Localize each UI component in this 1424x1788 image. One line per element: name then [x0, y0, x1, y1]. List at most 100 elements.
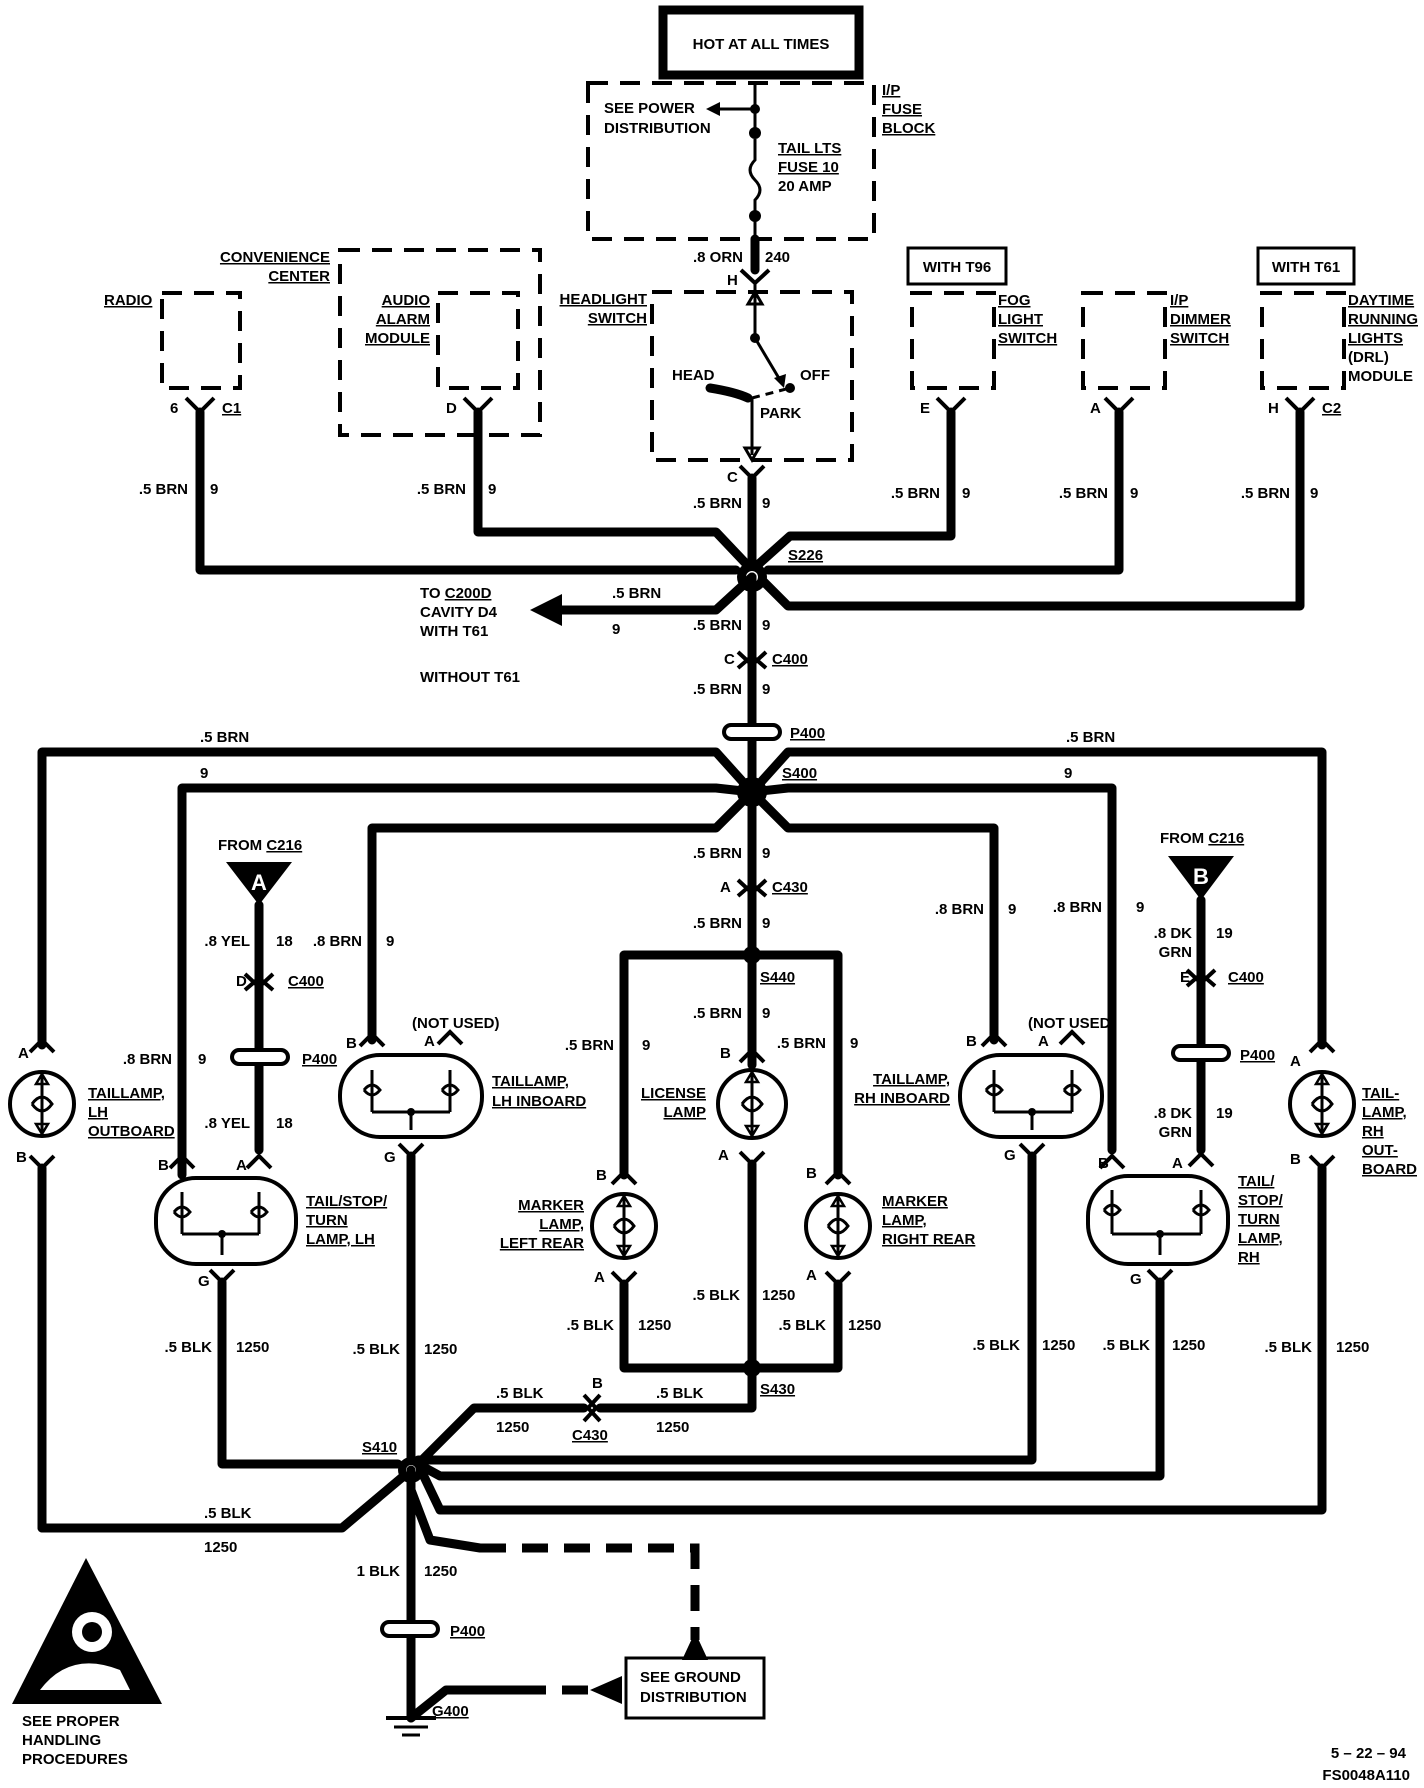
fog-label-1: FOG [998, 292, 1031, 309]
tst-rh-circuit: 1250 [1172, 1337, 1205, 1354]
esd-warning-icon [12, 1558, 162, 1704]
svg-text:B: B [720, 1045, 731, 1062]
yel-wire-1: .8 YEL [204, 933, 250, 950]
lhout-wire2: .8 BRN [123, 1051, 172, 1068]
power-label: HOT AT ALL TIMES [693, 36, 830, 53]
trunk-wire-2: .5 BRN [693, 681, 742, 698]
headlight-switch-label-1: HEADLIGHT [560, 291, 648, 308]
s226-label: S226 [788, 547, 823, 564]
svg-text:A: A [18, 1045, 29, 1062]
fog-circuit: 9 [962, 485, 970, 502]
marker-left-3: LEFT REAR [500, 1235, 584, 1252]
rhin-blk-circuit: 1250 [1042, 1337, 1075, 1354]
marker-right-3: RIGHT REAR [882, 1231, 976, 1248]
arrow-left-icon [590, 1676, 622, 1704]
esd-2: HANDLING [22, 1732, 101, 1749]
without-t61: WITHOUT T61 [420, 669, 520, 686]
tst-lh-3: LAMP, LH [306, 1231, 375, 1248]
p400-gnd [380, 1620, 440, 1638]
lhin-wire: .8 BRN [313, 933, 362, 950]
s430-circuit: 1250 [656, 1419, 689, 1436]
tst-rh-4: LAMP, [1238, 1230, 1283, 1247]
lh-inboard-2: LH INBOARD [492, 1093, 586, 1110]
svg-text:G: G [198, 1273, 210, 1290]
fuse-block-label-1: I/P [882, 82, 900, 99]
audio-circuit: 9 [488, 481, 496, 498]
dimmer-label-2: DIMMER [1170, 311, 1231, 328]
mr-blk-wire: .5 BLK [778, 1317, 826, 1334]
c400-label-lh: C400 [288, 973, 324, 990]
dimmer-pin: A [1090, 400, 1101, 417]
see-power-2: DISTRIBUTION [604, 120, 711, 137]
feed-circuit-label: 240 [765, 249, 790, 266]
license-2: LAMP [664, 1104, 707, 1121]
yel-circuit-2: 18 [276, 1115, 293, 1132]
marker-left-1: MARKER [518, 1197, 584, 1214]
switch-pin-h: H [727, 272, 738, 289]
convenience-label-1: CONVENIENCE [220, 249, 330, 266]
see-ground-box [624, 1656, 766, 1720]
audio-alarm-1: AUDIO [382, 292, 431, 309]
ml-circuit: 9 [642, 1037, 650, 1054]
audio-alarm-2: ALARM [376, 311, 430, 328]
rhts-wire: .8 BRN [1053, 899, 1102, 916]
rh-outboard-4: OUT- [1362, 1142, 1398, 1159]
tsl-circuit: 9 [200, 765, 208, 782]
audio-wire: .5 BRN [417, 481, 466, 498]
svg-text:B: B [16, 1149, 27, 1166]
tst-rh-1: TAIL/ [1238, 1173, 1275, 1190]
lhin-circuit: 9 [386, 933, 394, 950]
grn-wire-1: .8 DK [1154, 925, 1193, 942]
dimmer-box [1081, 291, 1167, 390]
tst-lh-wire: .5 BLK [164, 1339, 212, 1356]
lhout-circuit2: 9 [198, 1051, 206, 1068]
c430-pin-b: B [592, 1375, 603, 1392]
svg-text:A: A [1038, 1033, 1049, 1050]
fog-wire: .5 BRN [891, 485, 940, 502]
fuse-name-1: TAIL LTS [778, 140, 841, 157]
dimmer-wire: .5 BRN [1059, 485, 1108, 502]
tsr-circuit: 9 [1064, 765, 1072, 782]
fog-label-3: SWITCH [998, 330, 1057, 347]
fuse-name-2: FUSE 10 [778, 159, 839, 176]
fog-pin: E [920, 400, 930, 417]
grn-wire-2: .8 DK [1154, 1105, 1193, 1122]
see-ground-1: SEE GROUND [640, 1669, 741, 1686]
marker-left-2: LAMP, [539, 1216, 584, 1233]
lho-wire: .5 BRN [200, 729, 249, 746]
c400-pin-e: E [1180, 969, 1190, 986]
radio-pin: 6 [170, 400, 178, 417]
radio-connector: C1 [222, 400, 241, 417]
trunk-circuit-4: 9 [762, 915, 770, 932]
trunk-circuit-3: 9 [762, 845, 770, 862]
to-c200d-2: CAVITY D4 [420, 604, 498, 621]
with-t96-box [906, 246, 1008, 286]
convenience-center-box [338, 248, 542, 437]
fuse-block-box [586, 81, 876, 241]
trunk-circuit-2: 9 [762, 681, 770, 698]
p400-label-top: P400 [790, 725, 825, 742]
radio-box [160, 291, 242, 390]
footer-code: FS0048A110 [1322, 1767, 1410, 1784]
svg-text:B: B [596, 1167, 607, 1184]
triangle-b-icon [1168, 856, 1234, 900]
lh-inboard-1: TAILLAMP, [492, 1073, 569, 1090]
yel-circuit-1: 18 [276, 933, 293, 950]
svg-text:A: A [1172, 1155, 1183, 1172]
with-t96: WITH T96 [923, 259, 991, 276]
g400-label: G400 [432, 1703, 469, 1720]
switch-park: PARK [760, 405, 802, 422]
with-t61-box [1256, 246, 1356, 286]
dimmer-label-1: I/P [1170, 292, 1188, 309]
audio-alarm-box [436, 291, 520, 390]
arrow-left-icon [706, 102, 720, 116]
marker-right-2: LAMP, [882, 1212, 927, 1229]
lho-blk-circuit: 1250 [204, 1539, 237, 1556]
switch-off: OFF [800, 367, 830, 384]
tst-rh-wire: .5 BLK [1102, 1337, 1150, 1354]
drl-label-5: MODULE [1348, 368, 1413, 385]
rho-wire: .5 BRN [1066, 729, 1115, 746]
radio-circuit: 9 [210, 481, 218, 498]
trunk-wire-1: .5 BRN [693, 617, 742, 634]
lamp-lh-inboard [338, 1053, 484, 1139]
